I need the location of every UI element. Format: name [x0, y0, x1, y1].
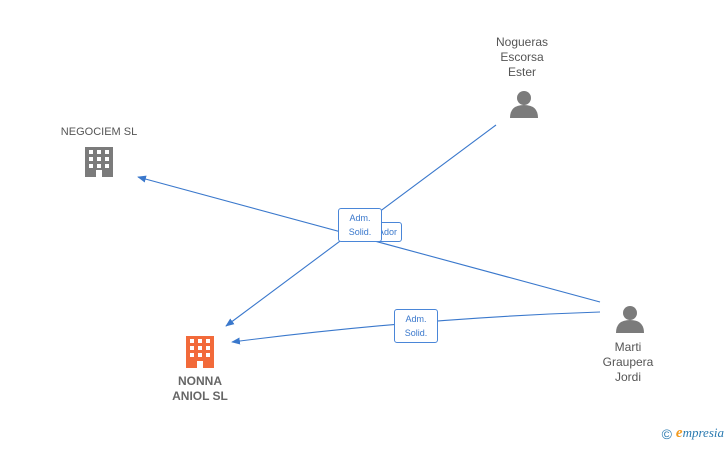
- person-icon[interactable]: [616, 306, 644, 333]
- empresia-watermark: © empresia: [662, 425, 724, 442]
- edge-role-badge[interactable]: Adm. Solid.: [394, 309, 438, 343]
- copyright-icon: ©: [661, 425, 672, 442]
- node-label-marti[interactable]: Marti Graupera Jordi: [602, 340, 654, 384]
- building-icon[interactable]: [85, 147, 113, 177]
- edge-role-badge[interactable]: Adm. Solid.: [338, 208, 382, 242]
- building-main-icon[interactable]: [186, 336, 214, 368]
- brand-logo: empresia: [675, 425, 724, 441]
- node-label-negociem[interactable]: NEGOCIEM SL: [60, 126, 138, 138]
- node-label-nogueras[interactable]: Nogueras Escorsa Ester: [495, 35, 549, 79]
- person-icon[interactable]: [510, 91, 538, 118]
- node-label-nonna[interactable]: NONNA ANIOL SL: [172, 374, 228, 403]
